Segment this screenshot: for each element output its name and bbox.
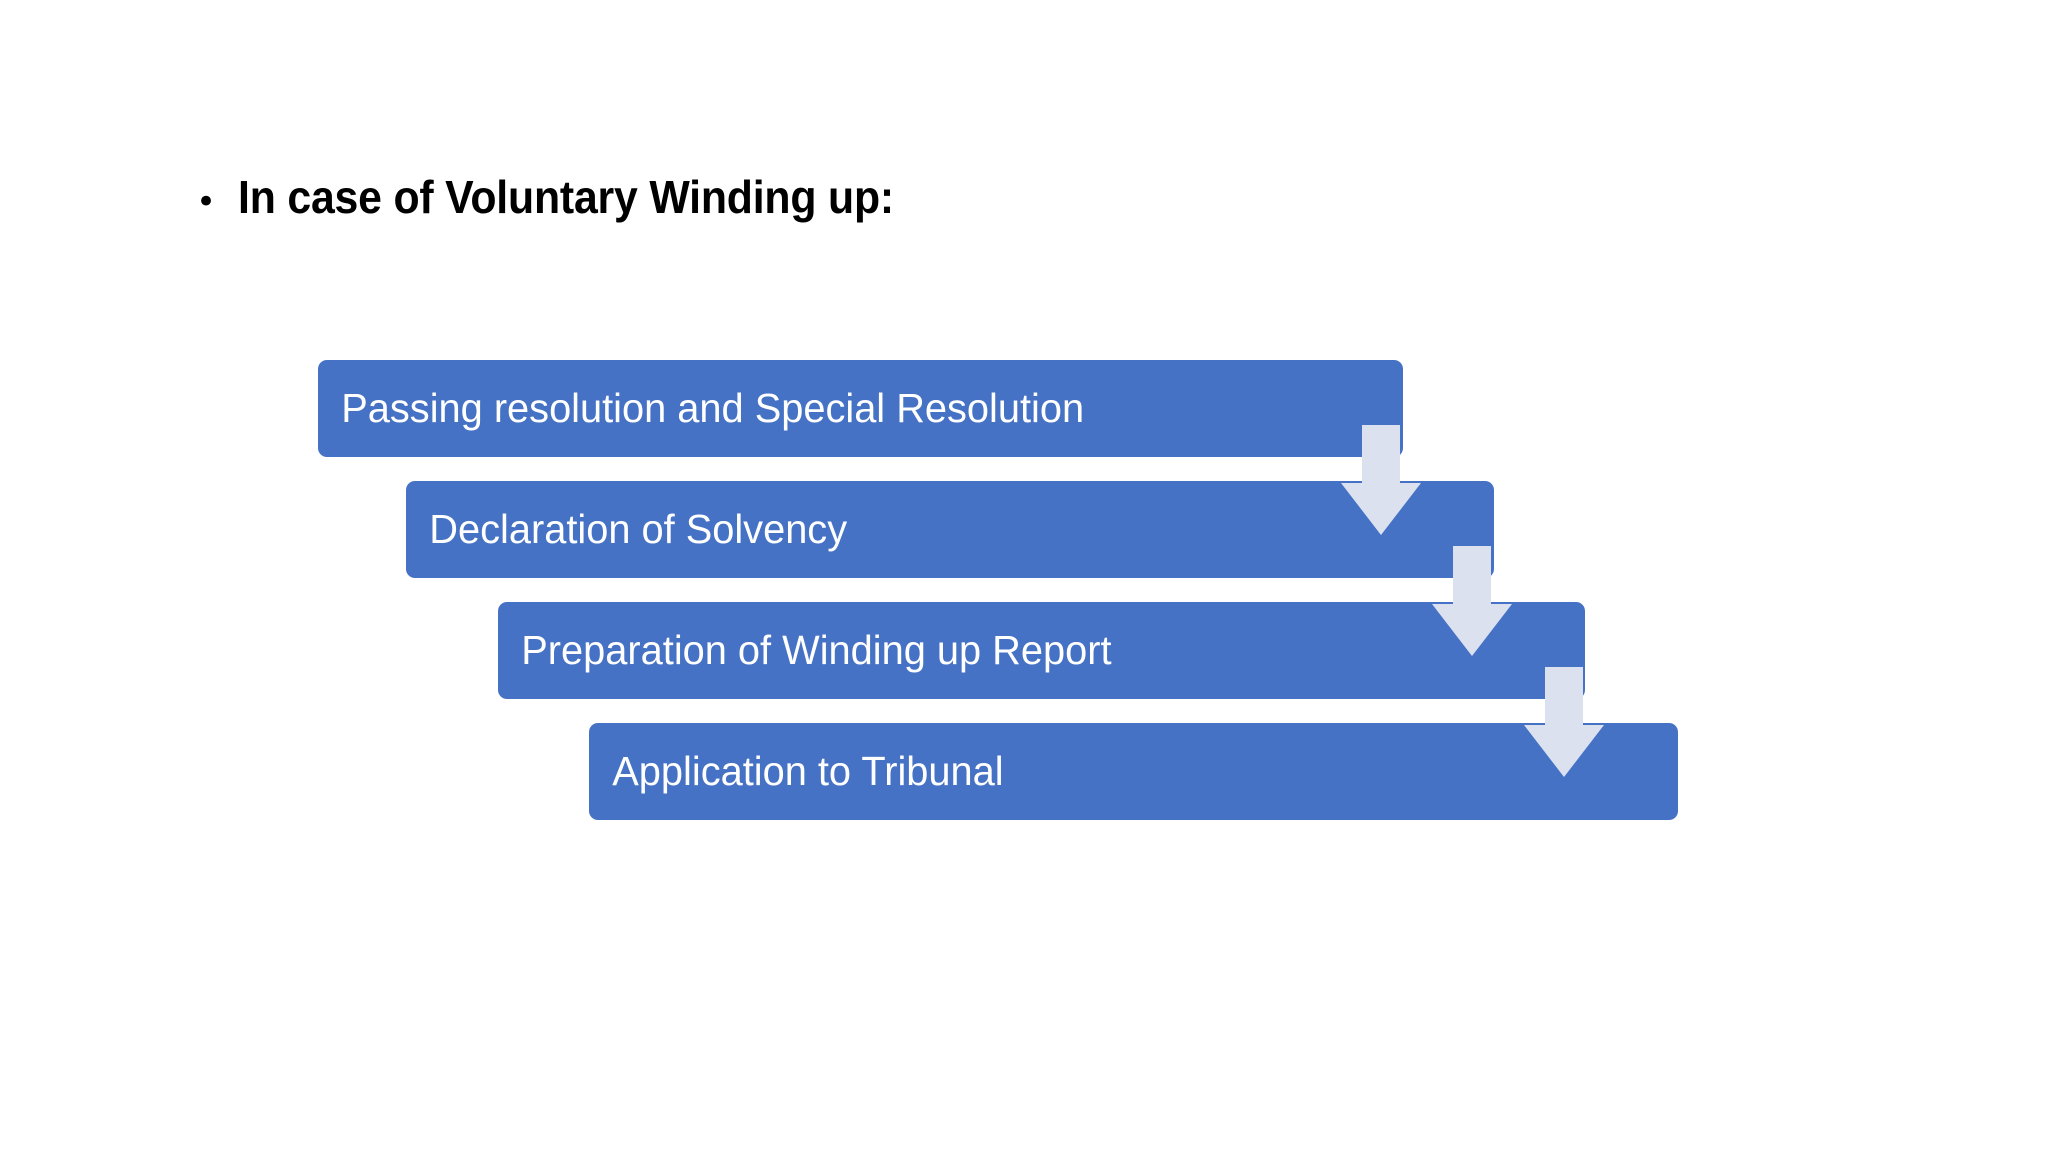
process-step-2[interactable]: Declaration of Solvency <box>406 481 1494 578</box>
slide-heading: • In case of Voluntary Winding up: <box>196 170 943 224</box>
process-step-4-label: Application to Tribunal <box>612 748 1004 794</box>
page-title: In case of Voluntary Winding up: <box>238 171 895 223</box>
process-step-4[interactable]: Application to Tribunal <box>589 723 1678 820</box>
bullet-icon: • <box>196 182 217 222</box>
process-step-1-label: Passing resolution and Special Resolutio… <box>341 385 1085 431</box>
process-step-2-label: Declaration of Solvency <box>429 506 848 552</box>
process-step-3[interactable]: Preparation of Winding up Report <box>498 602 1585 699</box>
process-step-3-label: Preparation of Winding up Report <box>521 627 1112 673</box>
process-step-1[interactable]: Passing resolution and Special Resolutio… <box>318 360 1403 457</box>
